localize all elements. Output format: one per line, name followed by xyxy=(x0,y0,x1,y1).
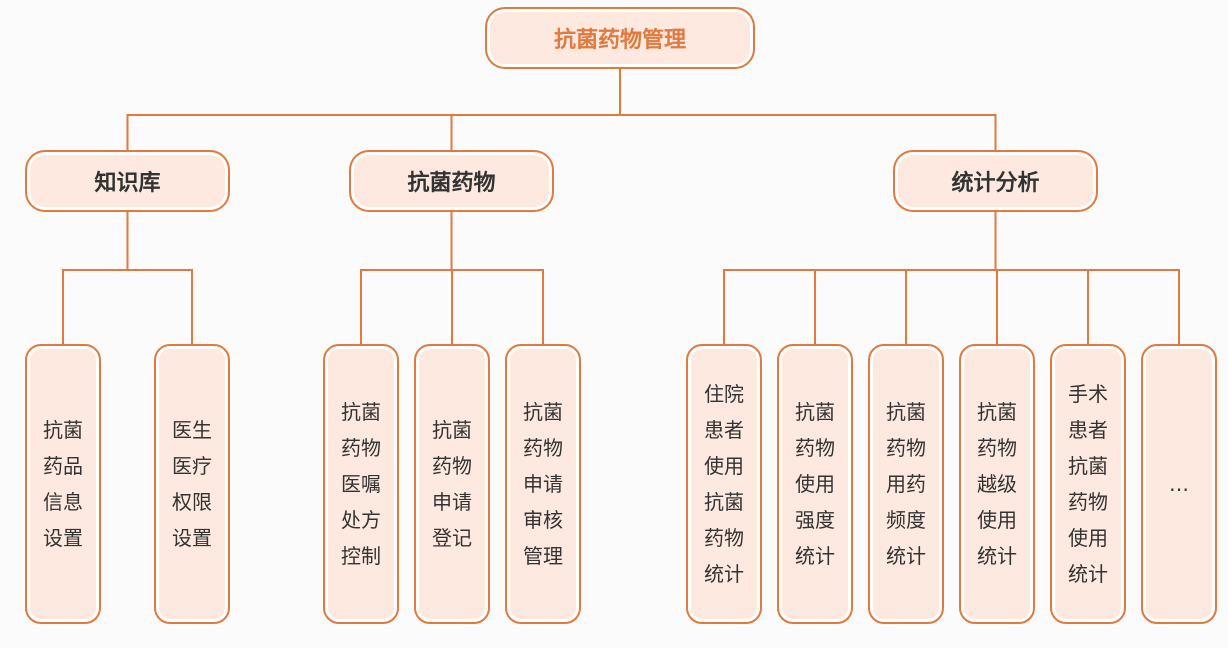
leaf-label: 抗菌药物越级使用统计 xyxy=(977,394,1017,574)
leaf-label-line: 处方 xyxy=(341,508,381,532)
leaf-label: 抗菌药物申请登记 xyxy=(432,412,472,556)
leaf-label: 手术患者抗菌药物使用统计 xyxy=(1068,376,1108,592)
leaf-label-line: 强度 xyxy=(795,508,835,532)
root-label: 抗菌药物管理 xyxy=(553,28,686,53)
leaf-node: 抗菌药品信息设置 xyxy=(25,344,101,624)
leaf-label-line: 频度 xyxy=(886,508,926,532)
category-label: 知识库 xyxy=(94,171,161,196)
leaf-label-line: 医生 xyxy=(172,418,212,442)
leaf-label-line: 患者 xyxy=(704,418,744,442)
leaf-label-line: 信息 xyxy=(43,490,83,514)
leaf-label-line: 医疗 xyxy=(172,454,212,478)
leaf-node: 手术患者抗菌药物使用统计 xyxy=(1050,344,1126,624)
leaf-label: 住院患者使用抗菌药物统计 xyxy=(704,376,744,592)
leaf-label-line: 抗菌 xyxy=(704,490,744,514)
leaf-label-line: 抗菌 xyxy=(886,400,926,424)
category-antibacterial-drugs: 抗菌药物 xyxy=(349,150,554,212)
leaf-label-line: 控制 xyxy=(341,544,381,568)
leaf-label-line: 抗菌 xyxy=(43,418,83,442)
leaf-label-line: 药物 xyxy=(704,526,744,550)
leaf-label-line: 越级 xyxy=(977,472,1017,496)
leaf-label-line: 医嘱 xyxy=(341,472,381,496)
leaf-label-line: 统计 xyxy=(886,544,926,568)
leaf-label-line: 使用 xyxy=(704,454,744,478)
leaf-label-line: 使用 xyxy=(795,472,835,496)
leaf-node: 抗菌药物医嘱处方控制 xyxy=(323,344,399,624)
leaf-label-line: 药物 xyxy=(1068,490,1108,514)
category-statistics: 统计分析 xyxy=(893,150,1098,212)
leaf-node: … xyxy=(1141,344,1217,624)
leaf-label-line: 审核 xyxy=(523,508,563,532)
leaf-label-line: 抗菌 xyxy=(341,400,381,424)
leaf-label: 抗菌药品信息设置 xyxy=(43,412,83,556)
leaf-node: 抗菌药物越级使用统计 xyxy=(959,344,1035,624)
leaf-label-line: 抗菌 xyxy=(1068,454,1108,478)
category-label: 统计分析 xyxy=(951,171,1040,196)
leaf-label: 医生医疗权限设置 xyxy=(172,412,212,556)
leaf-label: 抗菌药物用药频度统计 xyxy=(886,394,926,574)
leaf-label-line: 药物 xyxy=(341,436,381,460)
category-label: 抗菌药物 xyxy=(407,171,496,196)
leaf-node: 抗菌药物用药频度统计 xyxy=(868,344,944,624)
leaf-label-line: 用药 xyxy=(886,472,926,496)
leaf-label: 抗菌药物医嘱处方控制 xyxy=(341,394,381,574)
leaf-label-line: 设置 xyxy=(43,526,83,550)
category-knowledge-base: 知识库 xyxy=(25,150,230,212)
leaf-label-line: 管理 xyxy=(523,544,563,568)
leaf-label-line: 药物 xyxy=(432,454,472,478)
leaf-label-line: … xyxy=(1169,472,1189,496)
root-node: 抗菌药物管理 xyxy=(485,7,755,69)
leaf-label-line: 药物 xyxy=(977,436,1017,460)
leaf-label: 抗菌药物申请审核管理 xyxy=(523,394,563,574)
leaf-label-line: 统计 xyxy=(977,544,1017,568)
leaf-label-line: 统计 xyxy=(795,544,835,568)
leaf-node: 抗菌药物申请审核管理 xyxy=(505,344,581,624)
leaf-label-line: 登记 xyxy=(432,526,472,550)
leaf-label-line: 药物 xyxy=(523,436,563,460)
leaf-node: 住院患者使用抗菌药物统计 xyxy=(686,344,762,624)
leaf-label-line: 患者 xyxy=(1068,418,1108,442)
leaf-label-line: 申请 xyxy=(523,472,563,496)
leaf-node: 抗菌药物使用强度统计 xyxy=(777,344,853,624)
leaf-label-line: 抗菌 xyxy=(795,400,835,424)
leaf-label-line: 抗菌 xyxy=(523,400,563,424)
leaf-label: 抗菌药物使用强度统计 xyxy=(795,394,835,574)
leaf-label: … xyxy=(1169,466,1189,502)
leaf-node: 抗菌药物申请登记 xyxy=(414,344,490,624)
leaf-node: 医生医疗权限设置 xyxy=(154,344,230,624)
leaf-label-line: 统计 xyxy=(1068,562,1108,586)
leaf-label-line: 抗菌 xyxy=(432,418,472,442)
leaf-label-line: 药品 xyxy=(43,454,83,478)
leaf-label-line: 药物 xyxy=(795,436,835,460)
leaf-label-line: 使用 xyxy=(1068,526,1108,550)
leaf-label-line: 使用 xyxy=(977,508,1017,532)
leaf-label-line: 抗菌 xyxy=(977,400,1017,424)
leaf-label-line: 设置 xyxy=(172,526,212,550)
leaf-label-line: 药物 xyxy=(886,436,926,460)
leaf-label-line: 住院 xyxy=(704,382,744,406)
leaf-label-line: 申请 xyxy=(432,490,472,514)
leaf-label-line: 手术 xyxy=(1068,382,1108,406)
leaf-label-line: 统计 xyxy=(704,562,744,586)
leaf-label-line: 权限 xyxy=(172,490,212,514)
